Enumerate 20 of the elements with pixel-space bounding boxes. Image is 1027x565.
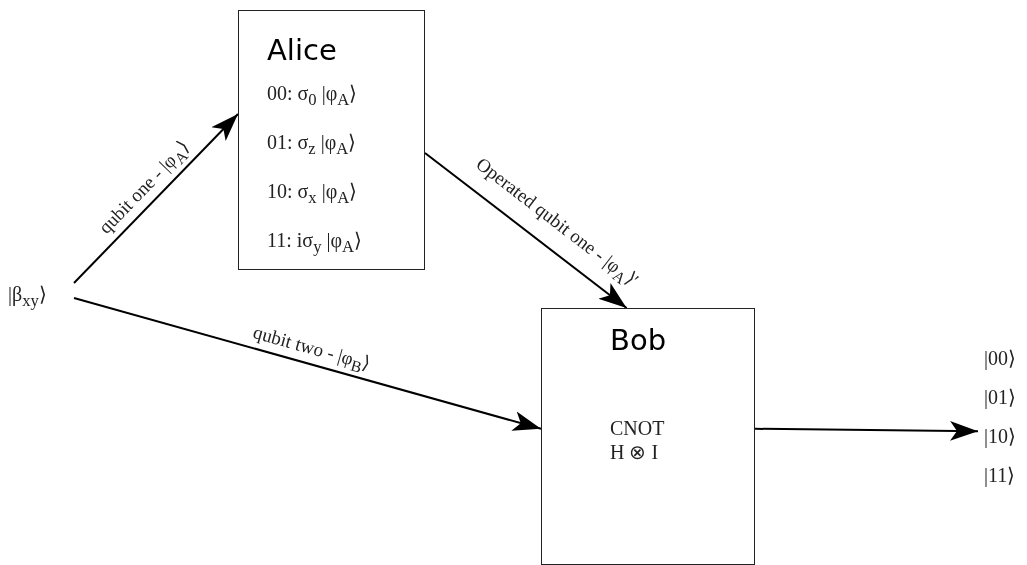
state-text: |01⟩ <box>984 387 1016 407</box>
box-title: Alice <box>267 33 337 67</box>
arrow <box>424 152 628 309</box>
state-text: |10⟩ <box>984 426 1016 446</box>
state-text: 11: iσ$_{y}$ |φ$_{A}$⟩ <box>267 228 363 257</box>
state-text: |11⟩ <box>984 465 1016 485</box>
state-text: CNOT <box>610 417 665 440</box>
process-box <box>541 308 755 565</box>
box-title: Bob <box>610 323 667 357</box>
arrow <box>73 113 239 284</box>
state-text: 01: σ$_{z}$ |φ$_{A}$⟩ <box>267 130 357 159</box>
arrow <box>754 420 979 441</box>
state-text: |β$_{xy}$⟩ <box>8 284 47 310</box>
process-box <box>238 10 425 270</box>
state-text: 10: σ$_{x}$ |φ$_{A}$⟩ <box>267 179 358 208</box>
arrow <box>73 297 542 431</box>
state-text: 00: σ$_{0}$ |φ$_{A}$⟩ <box>267 81 358 110</box>
state-text: H ⊗ I <box>610 440 659 464</box>
state-text: |00⟩ <box>984 348 1016 368</box>
edge-label: qubit two - |φ$_{B}$⟩ <box>250 320 374 379</box>
